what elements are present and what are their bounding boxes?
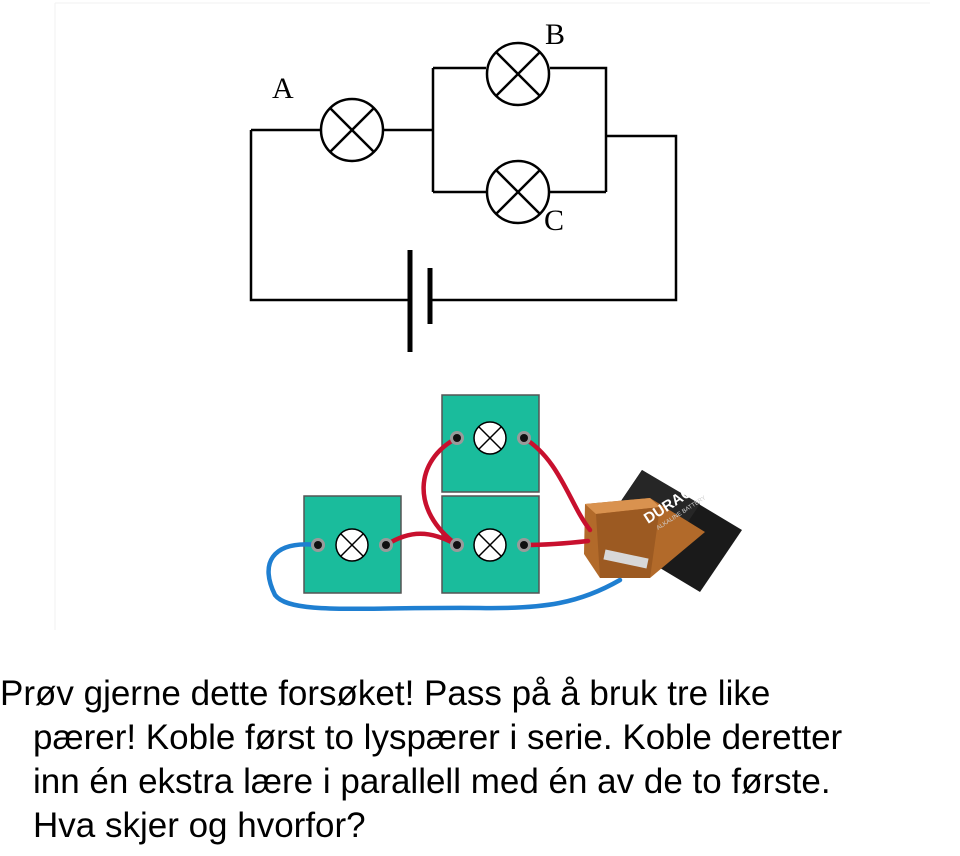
label-a: A <box>272 72 294 105</box>
bulb-right <box>473 528 507 562</box>
instruction-line-1: Prøv gjerne dette forsøket! Pass på å br… <box>0 674 771 713</box>
red-wire-top-left <box>421 435 460 548</box>
instruction-line-3: inn én ekstra lære i parallell med én av… <box>33 762 831 801</box>
circuit-figure: A B C DURACELL ALKALINE BATTERY <box>54 2 930 630</box>
terminal-posts <box>311 431 531 552</box>
schematic-wire <box>249 66 678 302</box>
bulb-left <box>335 528 369 562</box>
instruction-line-2: pærer! Koble først to lyspærer i serie. … <box>33 718 843 757</box>
label-b: B <box>545 18 565 51</box>
bulb-top <box>473 421 507 455</box>
battery-photo: DURACELL ALKALINE BATTERY <box>584 468 742 592</box>
blue-wire <box>266 542 623 612</box>
circuit-schematic <box>249 66 678 352</box>
lamp-b-symbol <box>485 41 551 107</box>
red-wire-top-right <box>521 435 593 533</box>
label-c: C <box>544 204 564 237</box>
lamp-c-symbol <box>485 159 551 225</box>
instruction-text: Prøv gjerne dette forsøket! Pass på å br… <box>0 672 960 848</box>
lamp-a-symbol <box>319 97 385 163</box>
instruction-line-4: Hva skjer og hvorfor? <box>33 806 366 845</box>
